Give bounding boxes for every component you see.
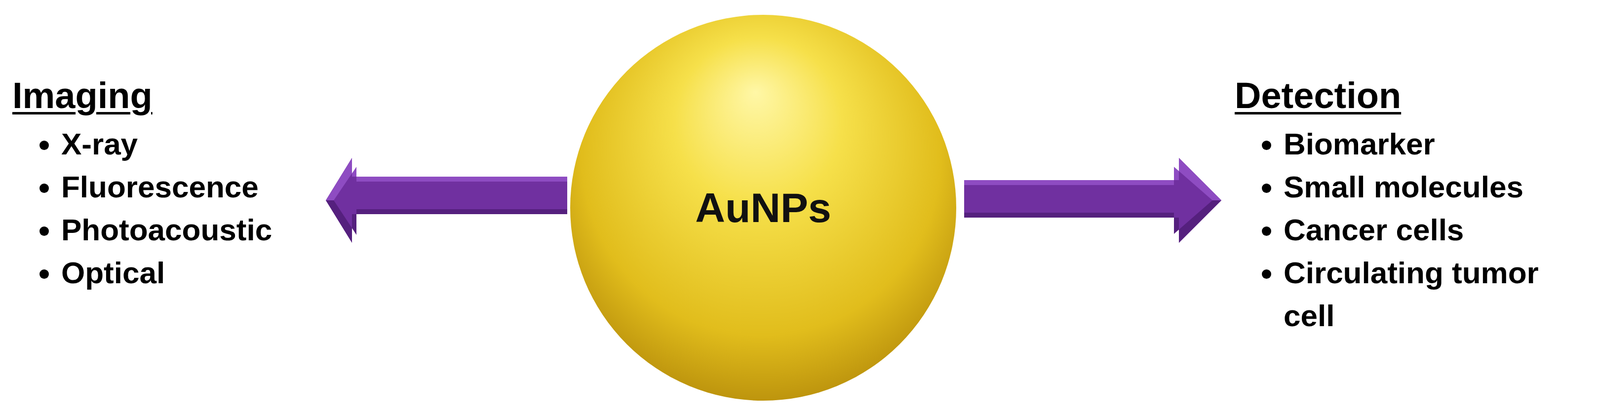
bullet-item: Biomarker xyxy=(1283,122,1551,166)
bullet-list: BiomarkerSmall moleculesCancer cellsCirc… xyxy=(1234,122,1551,338)
bullet-item: Circulating tumor cell xyxy=(1283,251,1551,338)
bullet-item: Fluorescence xyxy=(61,165,328,209)
right-arrow xyxy=(964,157,1222,243)
detection-list: DetectionBiomarkerSmall moleculesCancer … xyxy=(1234,74,1551,338)
node-label: AuNPs xyxy=(695,185,831,231)
left-arrow xyxy=(325,157,568,243)
bullet-item: X-ray xyxy=(61,122,328,166)
category-heading: Detection xyxy=(1234,74,1551,118)
bullet-item: Cancer cells xyxy=(1283,208,1551,252)
gold-nanoparticle-sphere: AuNPs xyxy=(569,13,958,402)
bullet-item: Optical xyxy=(61,251,328,295)
category-heading: Imaging xyxy=(12,74,328,118)
bullet-item: Photoacoustic xyxy=(61,208,328,252)
bullet-item: Small molecules xyxy=(1283,165,1551,209)
imaging-list: ImagingX-rayFluorescencePhotoacousticOpt… xyxy=(12,74,328,295)
bullet-list: X-rayFluorescencePhotoacousticOptical xyxy=(12,122,328,295)
